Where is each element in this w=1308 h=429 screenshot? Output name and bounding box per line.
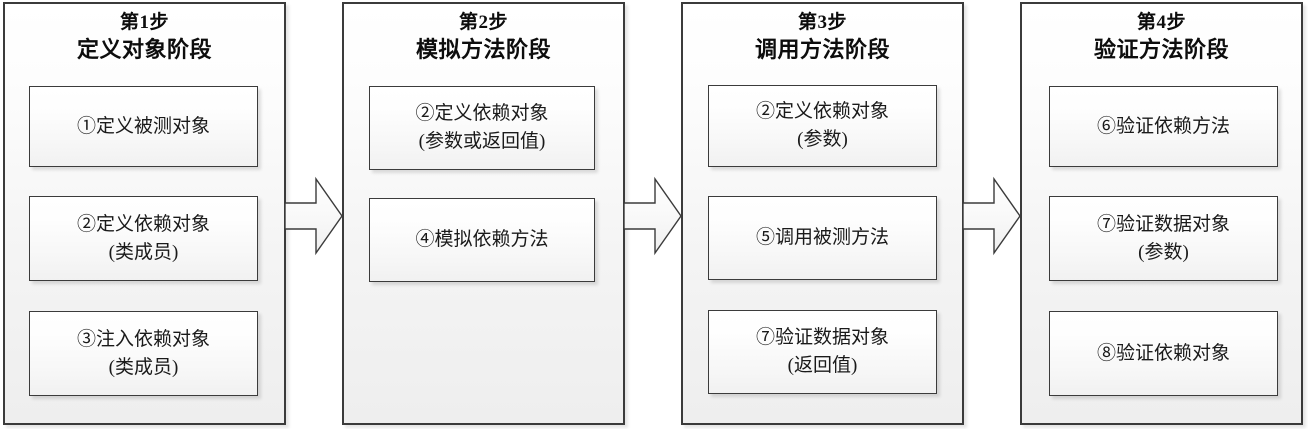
step-box-3-3-main: ⑦验证数据对象: [755, 327, 889, 348]
phase-3-step-label: 第3步: [797, 12, 847, 33]
phase-2-step-label: 第2步: [458, 12, 508, 33]
step-box-4-2-sub: (参数): [1138, 241, 1189, 263]
phase-4-phase-name: 验证方法阶段: [1093, 37, 1229, 62]
step-box-2-2-main: ④模拟依赖方法: [415, 229, 549, 250]
step-box-1-1: ①定义被测对象: [29, 86, 258, 167]
step-box-3-1-text: ②定义依赖对象 (参数): [750, 98, 895, 154]
step-box-1-3-main: ③注入依赖对象: [76, 328, 210, 350]
phase-4-title: 第4步 验证方法阶段: [1022, 4, 1301, 64]
step-box-1-2-sub: (类成员): [108, 241, 179, 263]
step-box-4-2-text: ⑦验证数据对象 (参数): [1091, 211, 1236, 267]
step-box-3-1-main: ②定义依赖对象: [755, 101, 889, 122]
phase-4-step-label: 第4步: [1136, 12, 1186, 33]
step-box-4-1-main: ⑥验证依赖方法: [1096, 115, 1230, 137]
phase-1-title: 第1步 定义对象阶段: [5, 4, 284, 64]
step-box-3-3: ⑦验证数据对象 (返回值): [708, 310, 937, 394]
step-box-2-1: ②定义依赖对象 (参数或返回值): [369, 86, 595, 170]
phase-2-phase-name: 模拟方法阶段: [415, 37, 551, 62]
step-box-3-2-text: ⑤调用被测方法: [750, 224, 895, 252]
step-box-3-2-main: ⑤调用被测方法: [755, 227, 889, 248]
step-box-1-2-main: ②定义依赖对象: [76, 213, 210, 235]
step-box-4-3-text: ⑧验证依赖对象: [1091, 340, 1236, 368]
step-box-4-1-text: ⑥验证依赖方法: [1091, 113, 1236, 141]
step-box-1-3-sub: (类成员): [108, 356, 179, 378]
step-box-3-2: ⑤调用被测方法: [708, 196, 937, 280]
phase-3-title: 第3步 调用方法阶段: [683, 4, 962, 64]
arrow-right-icon-3: [962, 174, 1022, 258]
step-box-3-1: ②定义依赖对象 (参数): [708, 85, 937, 167]
step-box-4-3: ⑧验证依赖对象: [1049, 311, 1278, 396]
step-box-1-3-text: ③注入依赖对象 (类成员): [71, 326, 216, 382]
step-box-3-1-sub: (参数): [797, 129, 848, 150]
step-box-3-3-sub: (返回值): [787, 355, 858, 376]
step-box-4-2-main: ⑦验证数据对象: [1096, 213, 1230, 235]
step-box-4-2: ⑦验证数据对象 (参数): [1049, 196, 1278, 281]
step-box-4-3-main: ⑧验证依赖对象: [1096, 342, 1230, 364]
arrow-right-icon-2: [623, 174, 683, 258]
step-box-3-3-text: ⑦验证数据对象 (返回值): [750, 324, 895, 380]
phase-2-title: 第2步 模拟方法阶段: [344, 4, 623, 64]
step-box-2-2-text: ④模拟依赖方法: [409, 226, 554, 254]
step-box-1-2: ②定义依赖对象 (类成员): [29, 196, 258, 281]
step-box-2-1-text: ②定义依赖对象 (参数或返回值): [409, 100, 554, 156]
step-box-1-3: ③注入依赖对象 (类成员): [29, 311, 258, 396]
step-box-2-2: ④模拟依赖方法: [369, 198, 595, 282]
step-box-1-1-main: ①定义被测对象: [76, 115, 210, 137]
arrow-right-icon-1: [284, 174, 344, 258]
phase-1-step-label: 第1步: [119, 12, 169, 33]
step-box-1-2-text: ②定义依赖对象 (类成员): [71, 211, 216, 267]
step-box-1-1-text: ①定义被测对象: [71, 113, 216, 141]
step-box-2-1-sub: (参数或返回值): [418, 131, 546, 152]
phase-3-phase-name: 调用方法阶段: [754, 37, 890, 62]
step-box-2-1-main: ②定义依赖对象: [415, 103, 549, 124]
phase-1-phase-name: 定义对象阶段: [76, 37, 212, 62]
step-box-4-1: ⑥验证依赖方法: [1049, 86, 1278, 167]
